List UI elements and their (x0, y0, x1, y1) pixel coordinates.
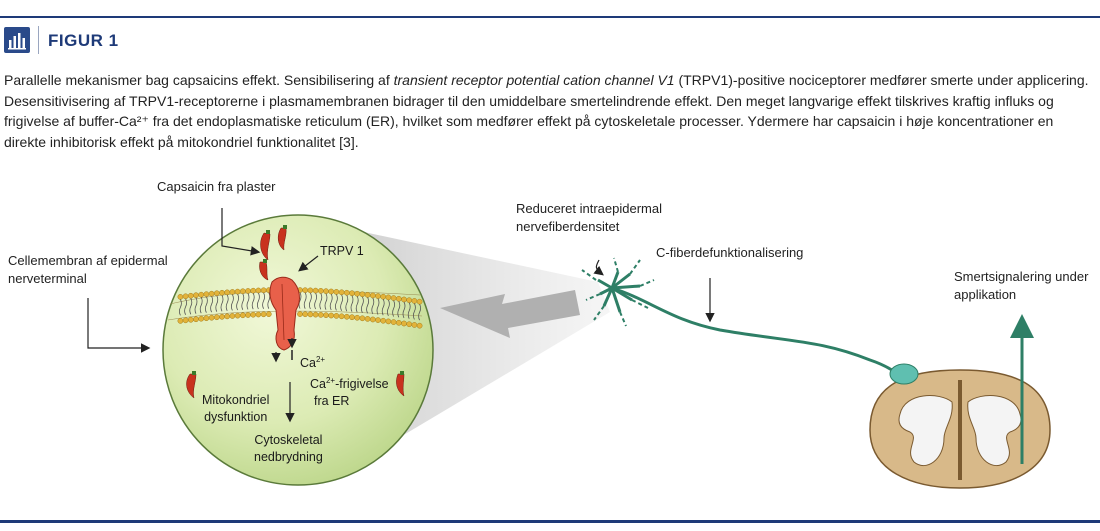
spinal-cord-cross-section (869, 369, 1051, 489)
trpv1-channel (269, 276, 300, 351)
label-ca-release-sup: 2+ (325, 376, 336, 385)
large-arrow (440, 290, 580, 338)
label-pain-line2: applikation (954, 287, 1017, 302)
label-ca-release-post: -frigivelse (335, 377, 389, 391)
chili-pepper-icon (186, 227, 405, 399)
label-cyto-line1: Cytoskeletal (254, 433, 323, 447)
figure-label: FIGUR 1 (48, 31, 119, 50)
label-c-fiber: C-fiberdefunktionalisering (656, 245, 804, 260)
top-rule (0, 16, 1100, 18)
label-reduced-line1: Reduceret intraepidermal (516, 201, 662, 216)
label-cytoskeletal: Cytoskeletal nedbrydning (254, 432, 323, 466)
label-reduced-line2: nervefiberdensitet (516, 219, 620, 234)
label-ca-base: Ca (300, 356, 316, 370)
label-mito-line1: Mitokondriel (202, 393, 270, 407)
label-mito-line2: dysfunktion (204, 410, 268, 424)
label-pain-line1: Smertsignalering under (954, 269, 1089, 284)
caption-text-2: (TRPV1)-positive nociceptorer medfører s… (4, 72, 1089, 150)
caption-italic-term: transient receptor potential cation chan… (393, 72, 675, 88)
header-divider (38, 26, 39, 54)
chart-icon (4, 27, 30, 53)
figure-caption: Parallelle mekanismer bag capsaicins eff… (4, 70, 1096, 152)
label-pain-signaling: Smertsignalering under applikation (954, 268, 1088, 304)
label-reduced-density: Reduceret intraepidermal nervefiberdensi… (516, 200, 662, 236)
label-ca-release: Ca2+-frigivelse fra ER (310, 376, 389, 410)
label-ca: Ca2+ (300, 355, 325, 372)
label-cyto-line2: nedbrydning (254, 450, 323, 464)
dorsal-root-ganglion (889, 363, 919, 385)
nerve-terminal-circle (162, 214, 434, 486)
label-cell-membrane: Cellemembran af epidermal nerveterminal (8, 252, 168, 288)
label-mitochondrial: Mitokondriel dysfunktion (202, 392, 269, 426)
label-trpv1: TRPV 1 (320, 244, 364, 258)
label-capsaicin-plaster: Capsaicin fra plaster (157, 179, 276, 194)
diagram-arrows (87, 208, 715, 423)
label-cell-membrane-line2: nerveterminal (8, 271, 87, 286)
label-ca-release-pre: Ca (310, 377, 326, 391)
bottom-rule (0, 520, 1100, 523)
label-ca-release-line2: fra ER (314, 394, 350, 408)
label-ca-sup: 2+ (315, 355, 326, 364)
caption-text-1: Parallelle mekanismer bag capsaicins eff… (4, 72, 394, 88)
label-cell-membrane-line1: Cellemembran af epidermal (8, 253, 168, 268)
